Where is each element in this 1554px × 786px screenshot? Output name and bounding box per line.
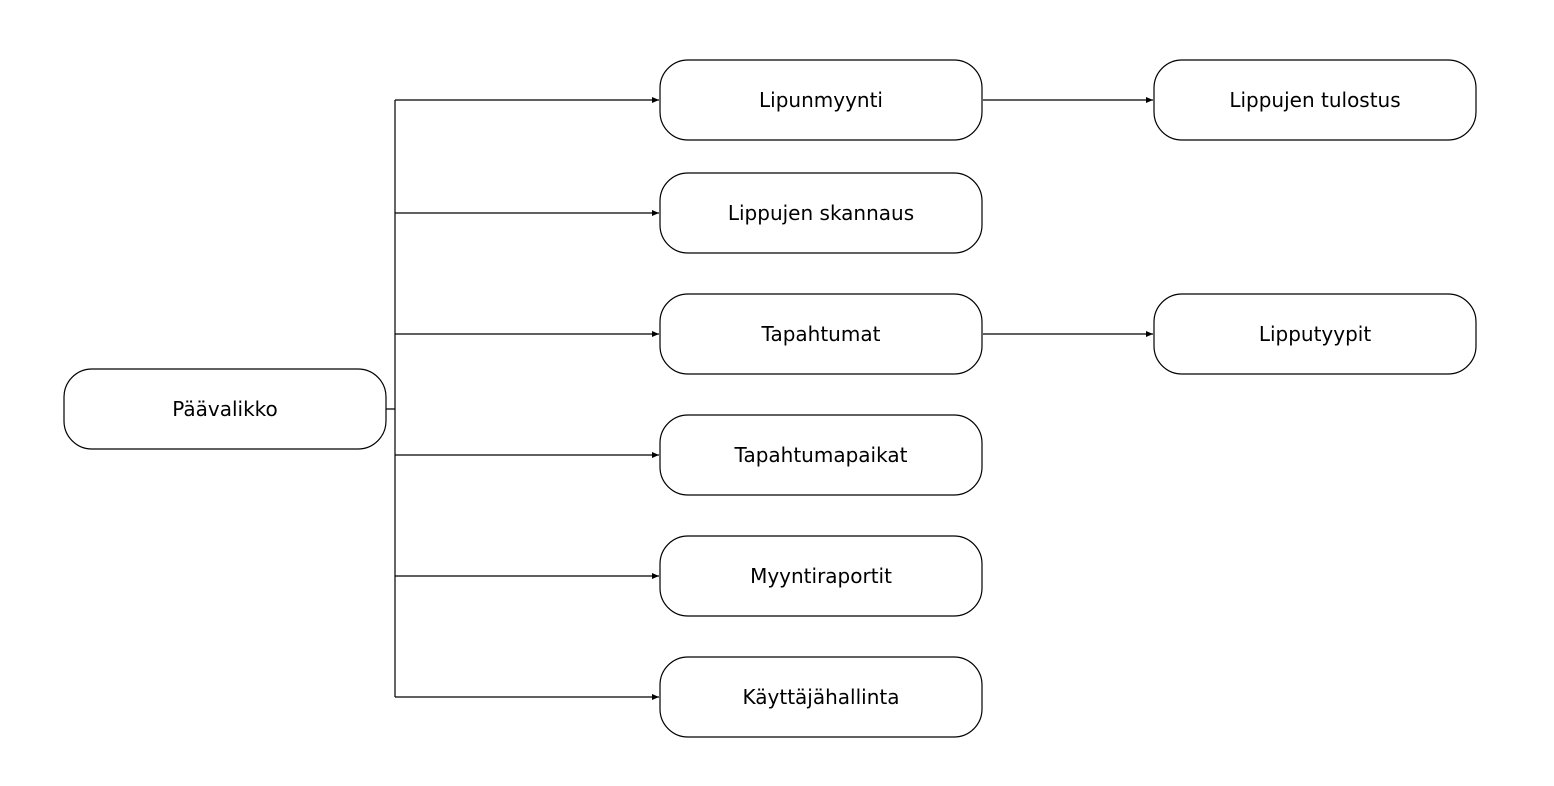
node-sales-reports[interactable]: Myyntiraportit	[659, 535, 983, 617]
node-root-box	[63, 368, 387, 450]
node-events-box	[659, 293, 983, 375]
node-sales-reports-box	[659, 535, 983, 617]
node-venues-box	[659, 414, 983, 496]
node-venues[interactable]: Tapahtumapaikat	[659, 414, 983, 496]
node-ticket-types-label: Lipputyypit	[1259, 322, 1372, 346]
edge-root-trunk	[386, 100, 396, 697]
node-user-management-label: Käyttäjähallinta	[743, 685, 900, 709]
node-events-label: Tapahtumat	[761, 322, 881, 346]
node-ticket-sales[interactable]: Lipunmyynti	[659, 59, 983, 141]
child-connectors	[983, 97, 1153, 337]
node-ticket-scanning-box	[659, 172, 983, 254]
node-events[interactable]: Tapahtumat	[659, 293, 983, 375]
node-user-management-box	[659, 656, 983, 738]
node-root[interactable]: Päävalikko	[63, 368, 387, 450]
node-root-label: Päävalikko	[172, 397, 278, 421]
node-ticket-types-box	[1153, 293, 1477, 375]
node-user-management[interactable]: Käyttäjähallinta	[659, 656, 983, 738]
node-ticket-scanning[interactable]: Lippujen skannaus	[659, 172, 983, 254]
node-sales-reports-label: Myyntiraportit	[750, 564, 892, 588]
node-ticket-printing-box	[1153, 59, 1477, 141]
node-ticket-printing-label: Lippujen tulostus	[1229, 88, 1400, 112]
node-venues-label: Tapahtumapaikat	[734, 443, 908, 467]
node-ticket-sales-label: Lipunmyynti	[759, 88, 883, 112]
node-ticket-sales-box	[659, 59, 983, 141]
root-connectors	[386, 97, 659, 700]
node-ticket-printing[interactable]: Lippujen tulostus	[1153, 59, 1477, 141]
node-ticket-types[interactable]: Lipputyypit	[1153, 293, 1477, 375]
node-ticket-scanning-label: Lippujen skannaus	[728, 201, 914, 225]
